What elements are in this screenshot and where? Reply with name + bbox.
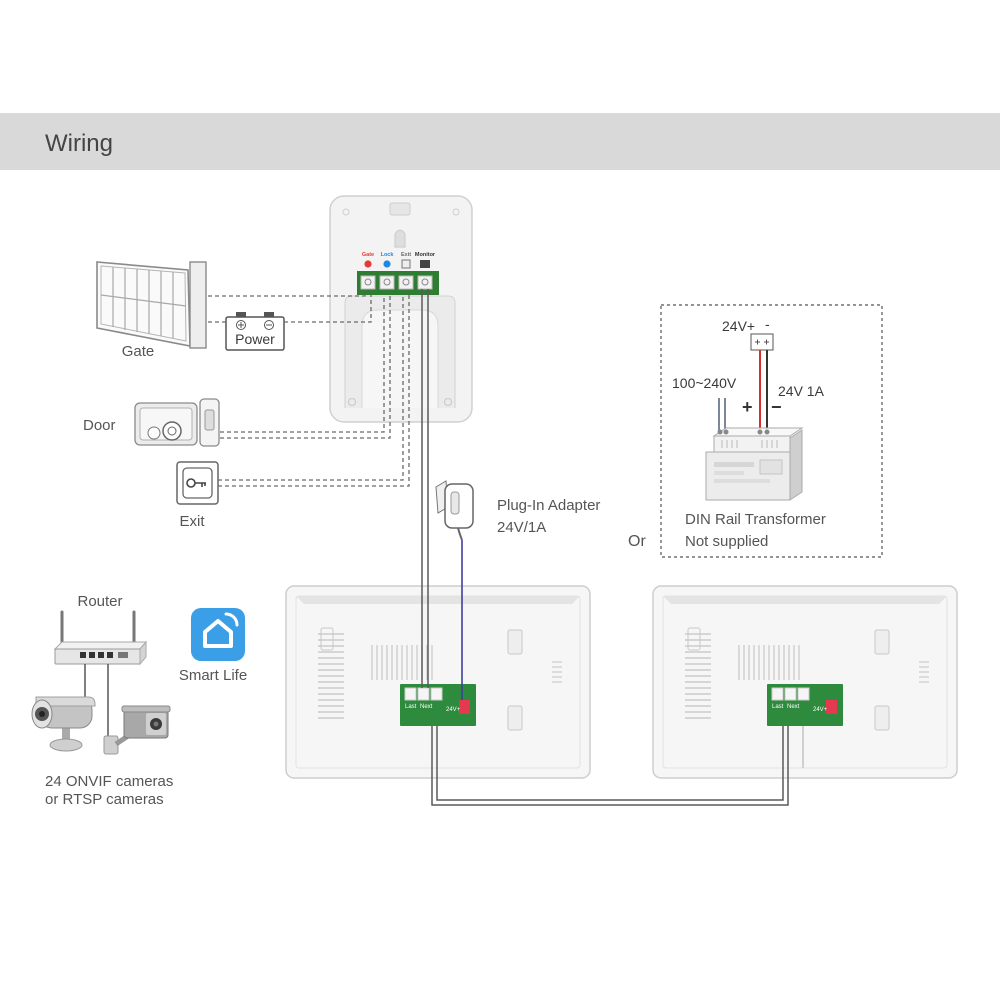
or-label: Or [628,533,646,550]
gate-icon [96,261,207,349]
din-transformer-box [660,304,883,558]
smart-life-app-icon [191,608,245,661]
monitor-2-port-next: Next [787,704,800,710]
adapter-rating: 24V/1A [497,519,546,536]
terminal-exit-label: Exit [401,252,411,258]
ac-input-label: 100~240V [672,375,737,391]
dc-connector-icon [750,333,774,351]
transformer-name: DIN Rail Transformer [685,511,826,528]
box-camera-icon [103,705,171,755]
monitor-2-board: Last Next 24V+ [767,684,843,726]
transformer-note: Not supplied [685,533,768,550]
monitor-bus-wiring [421,289,789,806]
minus-sign-label: − [771,397,782,417]
plug-adapter-icon [435,480,474,541]
exit-button-icon [176,461,219,505]
page-title: Wiring [45,130,113,157]
outdoor-terminal-labels: Gate Lock Exit Monitor [362,252,436,269]
indoor-monitor-1: Last Next 24V+ [285,585,591,779]
monitor-1-port-24v: 24V+ [446,707,461,713]
header-bar: Wiring [0,113,1000,170]
gate-label: Gate [122,343,155,360]
gate-terminal-icon [364,260,372,268]
cameras-label-line1: 24 ONVIF cameras [45,773,173,790]
bullet-camera-icon [31,696,96,752]
monitor-terminal-icon [420,260,430,268]
exit-terminal-icon [401,259,411,269]
monitor-2-port-24v: 24V+ [813,707,828,713]
control-wiring [208,290,410,487]
dc-output-label: 24V 1A [778,383,825,399]
din-rail-module-icon [705,427,804,501]
dc-plus-label: 24V+ [722,318,755,334]
exit-label: Exit [179,513,205,530]
terminal-lock-label: Lock [381,252,395,258]
monitor-1-port-last: Last [405,704,417,710]
monitor-2-port-last: Last [772,704,784,710]
power-label: Power [235,331,275,347]
terminal-gate-label: Gate [362,252,374,258]
monitor-1-port-next: Next [420,704,433,710]
router-icon [53,610,148,666]
router-label: Router [77,593,122,610]
battery-icon [225,312,285,351]
electric-lock-icon [134,398,220,447]
outdoor-unit-back [329,195,473,423]
cameras-label-line2: or RTSP cameras [45,791,164,808]
app-label: Smart Life [179,667,247,684]
terminal-block [357,271,439,295]
lock-terminal-icon [383,260,391,268]
door-label: Door [83,417,116,434]
dc-minus-label: - [765,316,770,332]
adapter-label: Plug-In Adapter [497,497,600,514]
indoor-monitor-2: Last Next 24V+ [652,585,958,779]
plus-sign-label: + [742,397,753,417]
terminal-monitor-label: Monitor [415,252,436,258]
monitor-1-board: Last Next 24V+ [400,684,476,726]
